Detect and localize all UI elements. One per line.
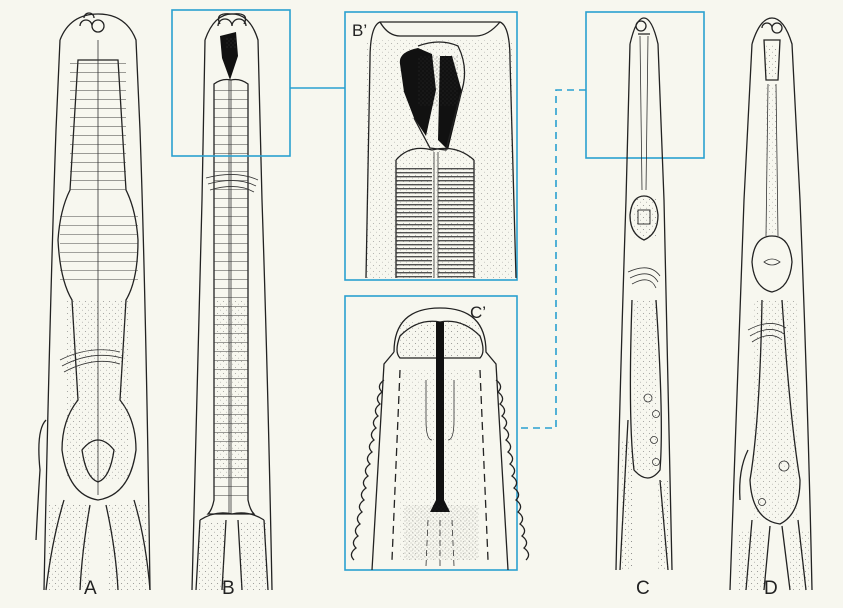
- c-prime-box: [344, 295, 518, 571]
- label-c: C: [636, 578, 650, 599]
- label-d: D: [764, 578, 778, 599]
- label-b: B: [222, 578, 235, 599]
- label-c-prime: C’: [470, 303, 486, 322]
- c-connector-line: [517, 89, 586, 429]
- panel-a: A: [35, 12, 151, 599]
- label-a: A: [84, 578, 97, 599]
- c-callout-box: [585, 11, 705, 159]
- b-prime-box: [344, 11, 518, 281]
- panel-d: D: [729, 17, 813, 599]
- b-callout-box: [171, 9, 291, 157]
- panel-b: B: [191, 13, 273, 599]
- panel-b-prime: B’: [344, 11, 518, 281]
- panel-c-prime: C’: [344, 295, 530, 571]
- label-b-prime: B’: [352, 21, 367, 40]
- panel-c: C: [615, 17, 673, 599]
